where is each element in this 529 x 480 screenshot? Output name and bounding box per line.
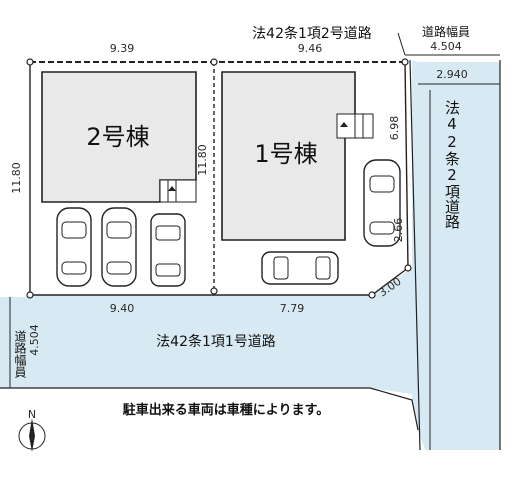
right-top-width: 9.46 — [298, 42, 323, 55]
road-bottom-edge — [0, 387, 419, 431]
car-lot2-2 — [101, 207, 137, 287]
road-bottom-label: 法42条1項1号道路 — [156, 333, 276, 350]
boundary-markers — [26, 58, 412, 299]
left-top-width: 9.39 — [110, 42, 135, 55]
car-lot2-1 — [56, 207, 92, 287]
left-depth: 11.80 — [10, 162, 23, 194]
lot-corner-cut — [371, 267, 409, 296]
right-side-length: 6.98 — [388, 116, 401, 141]
car-lot1-horizontal — [261, 251, 339, 285]
car-lot2-3 — [150, 213, 186, 287]
compass-label: N — [28, 408, 36, 421]
building-1-name: 1号棟 — [254, 140, 317, 168]
top-road-leader — [397, 32, 406, 56]
road-bottom-width-value: 4.504 — [28, 324, 41, 356]
road-bottom-area — [0, 268, 418, 430]
building-2-name: 2号棟 — [86, 123, 149, 151]
road-right-width-value: 2.940 — [436, 68, 468, 81]
parking-note: 駐車出来る車両は車種によります。 — [123, 402, 329, 418]
left-bottom-width: 9.40 — [110, 302, 135, 315]
building-2-entrance — [159, 179, 197, 203]
road-right-area — [412, 60, 500, 450]
road-top-width-value: 4.504 — [430, 40, 462, 53]
car-lot1-vertical — [363, 159, 401, 247]
right-lower-length: 2.66 — [392, 218, 405, 243]
lot-right-boundary — [404, 61, 409, 269]
right-bottom-width: 7.79 — [280, 302, 305, 315]
road-right-label: 法42条2項道路 — [443, 100, 461, 229]
road-right-edge-left — [409, 59, 421, 451]
road-top-width-label: 道路幅員 — [422, 24, 470, 39]
road-top-label: 法42条1項2号道路 — [252, 25, 372, 42]
divider-depth: 11.80 — [196, 144, 209, 176]
compass-icon — [18, 418, 46, 452]
road-bottom-width-label: 道路幅員 — [13, 330, 27, 378]
building-1-entrance — [336, 113, 374, 139]
